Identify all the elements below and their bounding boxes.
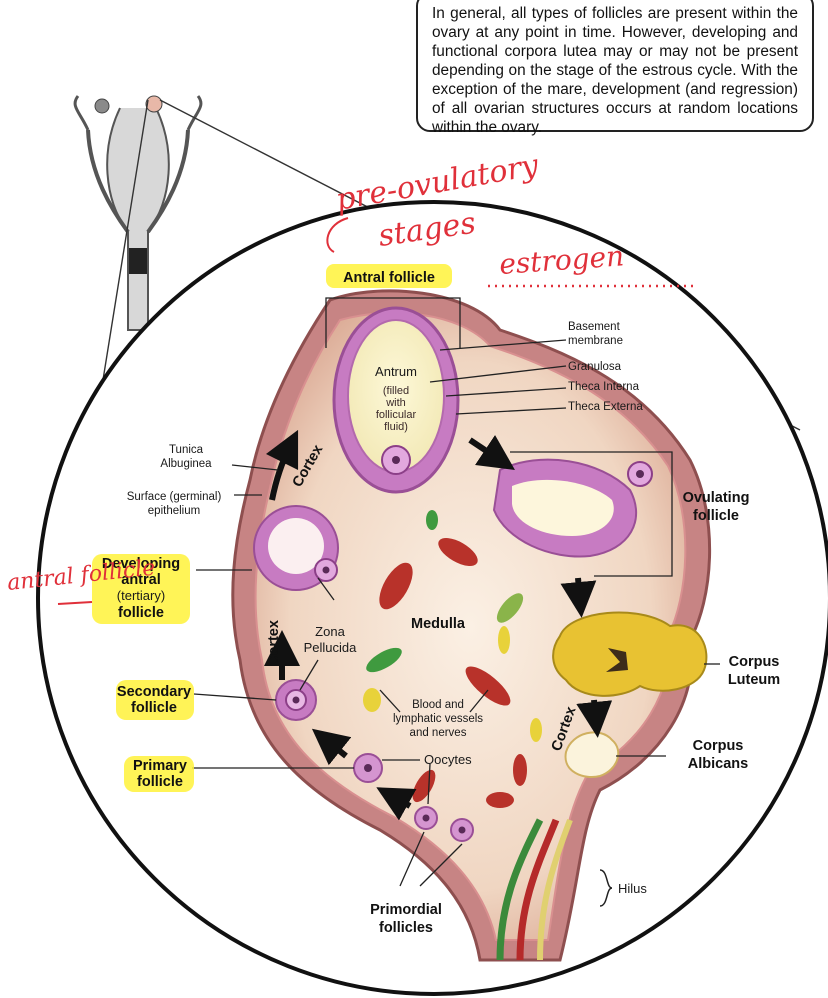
- label-zona-2: Pellucida: [304, 640, 358, 655]
- label-ovulating-2: follicle: [693, 508, 739, 524]
- label-blood-1: Blood and: [412, 699, 464, 711]
- developing-antral-follicle: [253, 505, 339, 591]
- label-blood-2: lymphatic vessels: [393, 713, 483, 725]
- label-secondary-1: Secondary: [117, 684, 191, 700]
- note-text: In general, all types of follicles are p…: [432, 5, 798, 136]
- label-antrum-note-3: follicular: [376, 409, 417, 421]
- label-medulla: Medulla: [411, 616, 466, 632]
- label-ovulating-1: Ovulating: [683, 490, 750, 506]
- label-corpus-albicans-1: Corpus: [693, 738, 744, 754]
- ovulating-follicle: [492, 458, 653, 558]
- sequence-arrows: [264, 429, 613, 821]
- label-tunica-2: Albuginea: [160, 458, 212, 470]
- label-secondary-2: follicle: [131, 700, 177, 716]
- label-zona-1: Zona: [315, 624, 345, 639]
- label-theca-externa: Theca Externa: [568, 401, 643, 413]
- primordial-follicles: [414, 806, 474, 842]
- label-oocytes: Oocytes: [424, 752, 472, 767]
- antral-follicle: [332, 306, 460, 494]
- label-primary-1: Primary: [133, 758, 187, 774]
- label-granulosa: Granulosa: [568, 361, 622, 373]
- hilus-bracket: [599, 869, 613, 907]
- label-primordial-1: Primordial: [370, 902, 442, 918]
- label-developing-4: follicle: [118, 605, 164, 621]
- label-tunica-1: Tunica: [169, 444, 204, 456]
- label-basement-membrane-2: membrane: [568, 335, 623, 347]
- label-surface-1: Surface (germinal): [127, 491, 222, 503]
- label-antrum-note-1: (filled: [383, 385, 409, 397]
- leader-lines: [192, 297, 720, 887]
- label-developing-3: (tertiary): [117, 588, 165, 603]
- label-primary-2: follicle: [137, 774, 183, 790]
- label-antral-follicle: Antral follicle: [343, 270, 435, 286]
- label-blood-3: and nerves: [410, 727, 467, 739]
- label-cortex-left: Cortex: [266, 620, 282, 666]
- reproductive-tract-icon: [73, 95, 203, 331]
- label-developing-1: Developing: [102, 556, 180, 572]
- label-primordial-2: follicles: [379, 920, 433, 936]
- label-antrum-note-2: with: [385, 397, 406, 409]
- label-corpus-luteum-2: Luteum: [728, 672, 780, 688]
- label-antrum-note-4: fluid): [384, 421, 408, 433]
- label-hilus: Hilus: [618, 881, 647, 896]
- label-surface-2: epithelium: [148, 505, 200, 517]
- label-basement-membrane-1: Basement: [568, 321, 621, 333]
- secondary-follicle: [275, 679, 317, 721]
- label-corpus-luteum-1: Corpus: [729, 654, 780, 670]
- corpus-luteum: [552, 611, 708, 697]
- label-antrum: Antrum: [375, 364, 417, 379]
- label-theca-interna: Theca Interna: [568, 381, 640, 393]
- corpus-albicans: [564, 731, 620, 778]
- primary-follicle: [353, 753, 383, 783]
- label-corpus-albicans-2: Albicans: [688, 756, 748, 772]
- note-box: In general, all types of follicles are p…: [416, 0, 814, 136]
- highlights: [92, 264, 452, 792]
- label-developing-2: antral: [121, 572, 161, 588]
